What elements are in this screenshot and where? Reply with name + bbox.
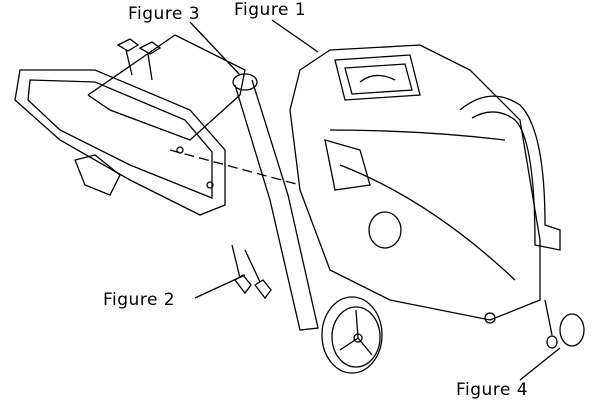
knobs: [116, 38, 272, 300]
handle: [459, 95, 561, 251]
wand-tube: [232, 73, 319, 331]
callout-figure-2: Figure 2: [103, 290, 176, 310]
wheel: [321, 296, 383, 374]
hose-bracket: [14, 69, 226, 216]
callout-figure-3: Figure 3: [128, 4, 201, 24]
caster: [544, 299, 585, 349]
callout-figure-4: Figure 4: [456, 380, 529, 400]
figure3-box: [87, 34, 246, 141]
machine-body: [289, 44, 541, 321]
leader-lines: [189, 19, 561, 381]
callout-figure-1: Figure 1: [234, 0, 307, 20]
